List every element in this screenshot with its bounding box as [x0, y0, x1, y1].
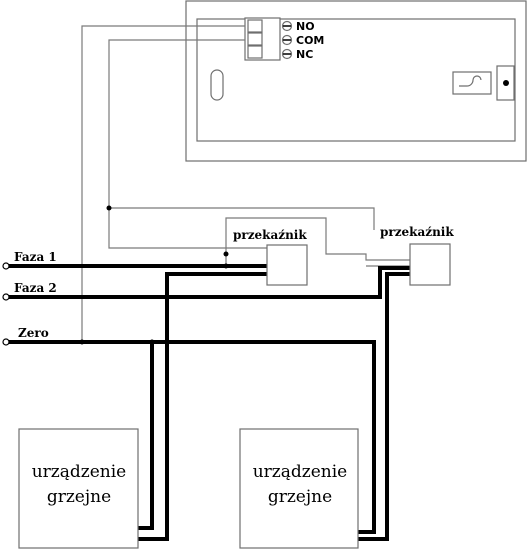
line-label-faza2: Faza 2 [14, 281, 57, 295]
power-wires [2, 262, 412, 541]
wire-relay2-out [356, 272, 412, 541]
wire-com [108, 39, 267, 249]
line-faza2 [6, 266, 412, 299]
terminal-block: NO COM NC [244, 17, 324, 61]
controller-unit [185, 0, 527, 162]
terminal-label-no: NO [296, 20, 315, 33]
terminal-label-nc: NC [296, 48, 313, 61]
line-zero [6, 340, 376, 534]
wire-relay2-feed [109, 207, 375, 230]
line-label-faza1: Faza 1 [14, 250, 57, 264]
heater-2-label-line2: grzejne [268, 487, 332, 507]
wire-relay1-up [225, 217, 410, 266]
relay-2: przekaźnik [380, 225, 454, 286]
heater-1-label-line2: grzejne [47, 487, 111, 507]
wire-no [81, 25, 245, 342]
screw-icon [281, 34, 293, 46]
wire-device1-zero [136, 340, 154, 530]
heater-1-label-line1: urządzenie [32, 462, 127, 482]
screw-icon [281, 48, 293, 60]
relay-2-label: przekaźnik [380, 225, 454, 239]
heater-1: urządzenie grzejne [18, 428, 139, 549]
relay-1-label: przekaźnik [233, 228, 307, 242]
heater-1-box [18, 428, 139, 549]
relay-1: przekaźnik [233, 228, 308, 286]
wire-relay1-out [136, 272, 269, 541]
terminal-label-com: COM [296, 34, 324, 47]
screw-icon [281, 20, 293, 32]
lock-icon [452, 65, 515, 101]
heater-2: urządzenie grzejne [239, 428, 359, 549]
line-label-zero: Zero [18, 326, 49, 340]
relay-1-box [266, 244, 308, 286]
heater-2-label-line1: urządzenie [253, 462, 348, 482]
control-wires [79, 25, 410, 345]
heater-2-box [239, 428, 359, 549]
relay-2-box [409, 243, 451, 286]
controller-slot [210, 69, 224, 101]
